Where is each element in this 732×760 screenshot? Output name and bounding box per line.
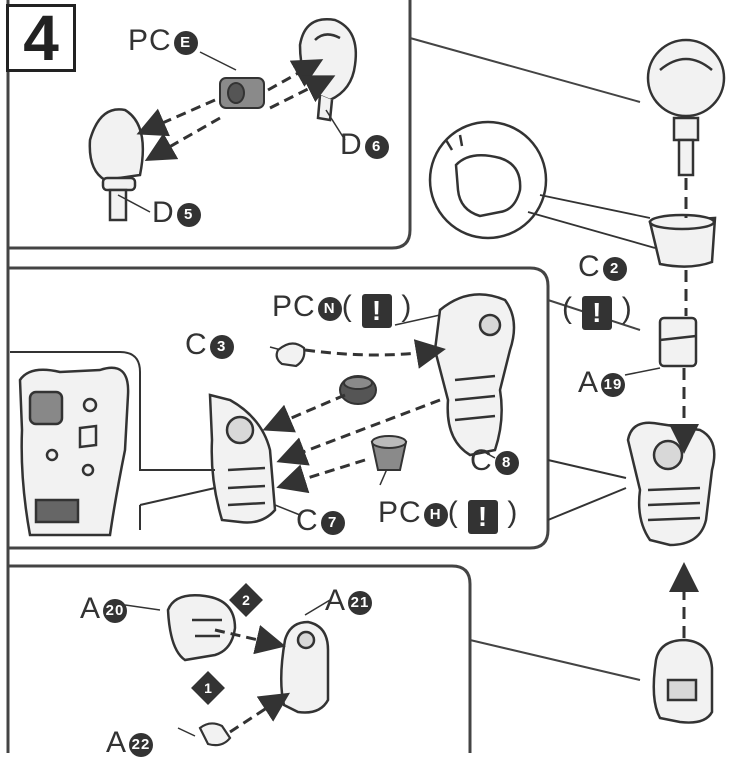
caution-mark-icon: !: [468, 500, 499, 534]
part-a22-icon: [198, 722, 232, 747]
part-hand-icon: [652, 638, 714, 724]
part-c2-icon: [648, 213, 717, 268]
part-c7-icon: [208, 393, 277, 524]
polycap-pcn-icon: [339, 375, 377, 405]
order-mark-first-icon: 1: [191, 671, 225, 705]
polycap-pch-icon: [370, 435, 408, 471]
part-upper-arm-ball-icon: [646, 38, 726, 177]
step-number: 4: [23, 2, 59, 74]
part-d6-icon: [298, 18, 358, 122]
part-a21-icon: [279, 620, 330, 714]
completed-elbow-preview: [18, 366, 130, 537]
order-mark-second-icon: 2: [229, 583, 263, 617]
caution-mark-icon: !: [582, 296, 613, 330]
assembly-arrows-top: [136, 59, 336, 161]
preview-callout-lines: [10, 351, 627, 530]
part-d5-icon: [88, 108, 145, 222]
panel-frames: [6, 0, 641, 753]
detail-magnifier-icon: [428, 120, 656, 249]
caution-mark-icon: !: [362, 294, 393, 328]
step-number-box: 4: [6, 2, 76, 74]
polycap-pce-icon: [219, 77, 265, 109]
part-c3-icon: [275, 342, 306, 368]
part-a19-icon: [658, 316, 698, 368]
assembly-arrows-middle: [262, 339, 446, 494]
assembly-arrows-bottom: [214, 624, 291, 734]
part-forearm-icon: [626, 421, 716, 547]
assembly-arrows-right: [669, 178, 699, 638]
part-c8-icon: [433, 293, 516, 457]
part-a20-icon: [166, 594, 237, 662]
caution-c2: ( ! ): [562, 292, 633, 330]
